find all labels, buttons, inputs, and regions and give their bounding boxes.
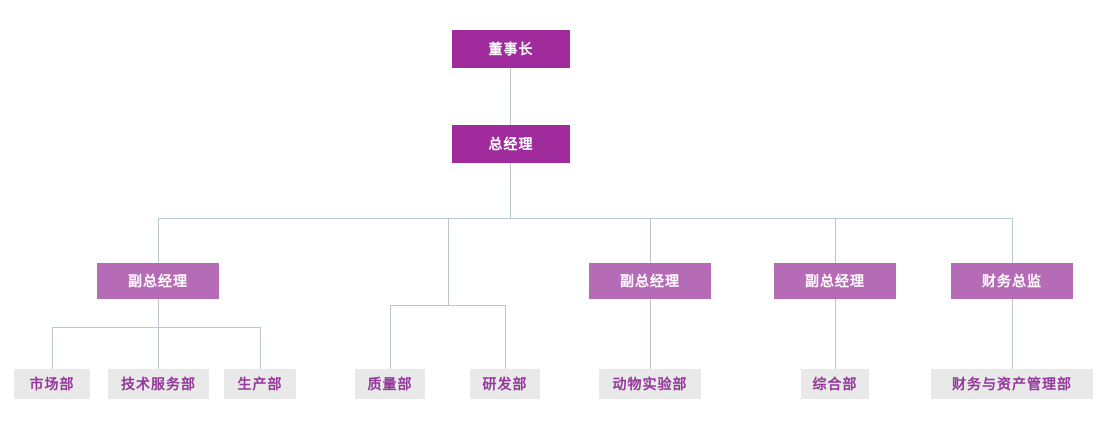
connector-line [448,218,449,305]
node-technical-service-dept: 技术服务部 [108,369,209,399]
connector-line [505,305,506,369]
connector-line [1012,299,1013,369]
node-deputy-general-manager-3: 副总经理 [774,263,896,299]
connector-line [650,218,651,263]
node-rd-dept: 研发部 [470,369,540,399]
connector-line [158,327,159,369]
connector-line [390,305,505,306]
connector-line [158,299,159,327]
connector-line [650,299,651,369]
connector-line [260,327,261,369]
connector-line [1012,218,1013,263]
connector-line [158,218,1012,219]
connector-line [52,327,260,328]
connector-line [835,299,836,369]
node-finance-asset-mgmt-dept: 财务与资产管理部 [931,369,1093,399]
node-deputy-general-manager-1: 副总经理 [97,263,219,299]
node-animal-lab-dept: 动物实验部 [599,369,701,399]
node-quality-dept: 质量部 [355,369,425,399]
node-marketing-dept: 市场部 [14,369,90,399]
connector-line [835,218,836,263]
node-finance-director: 财务总监 [951,263,1073,299]
node-production-dept: 生产部 [224,369,296,399]
node-deputy-general-manager-2: 副总经理 [589,263,711,299]
connector-line [390,305,391,369]
connector-line [510,163,511,218]
node-chairman: 董事长 [452,30,570,68]
node-general-manager: 总经理 [452,125,570,163]
connector-line [158,218,159,263]
node-general-affairs-dept: 综合部 [801,369,869,399]
connector-line [510,68,511,125]
connector-line [52,327,53,369]
